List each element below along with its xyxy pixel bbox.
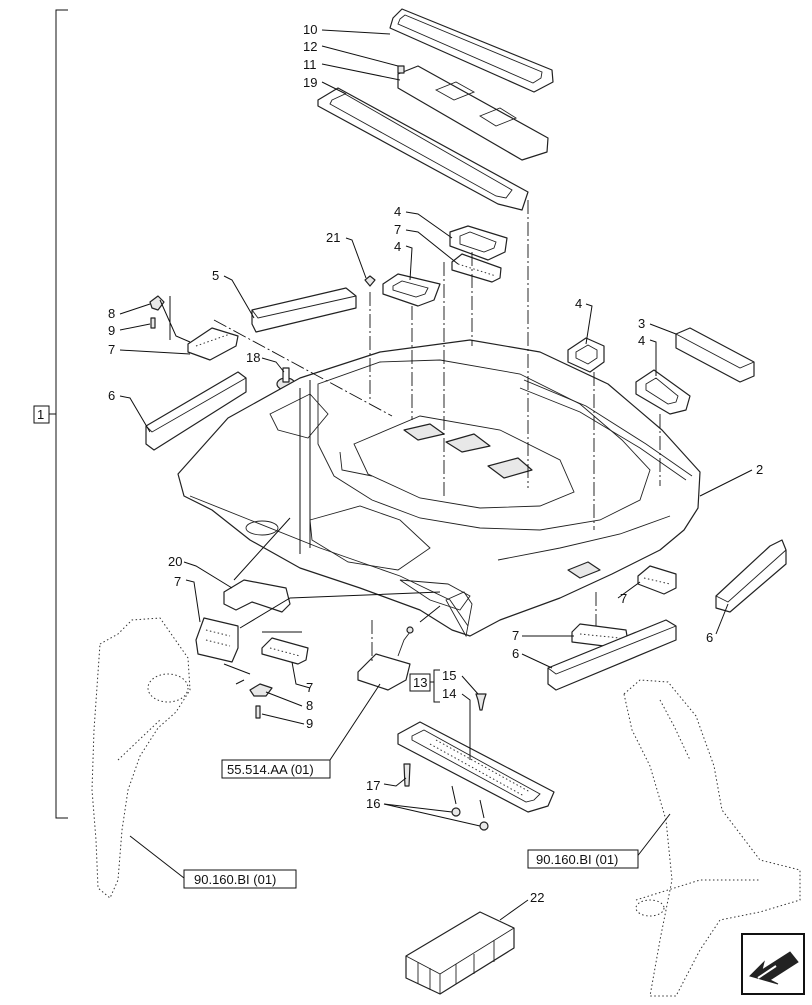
subgroup-label: 13: [413, 675, 427, 690]
callout-15: 15: [442, 668, 456, 683]
callout-7b: 7: [108, 342, 115, 357]
part-9a-screw: [150, 317, 156, 329]
part-21-fastener: [364, 275, 376, 287]
part-4b-seal: [382, 273, 441, 307]
leader-lines: [119, 29, 753, 921]
callout-9b: 9: [306, 716, 313, 731]
group-bracket: 1: [33, 9, 68, 819]
callout-18: 18: [246, 350, 260, 365]
part-12-clip: [397, 65, 405, 74]
part-7b-vent: [187, 327, 239, 361]
callout-2: 2: [756, 462, 763, 477]
part-8b-clip: [249, 683, 273, 697]
radio-module: [357, 626, 414, 691]
callout-16: 16: [366, 796, 380, 811]
part-9b-screw: [255, 705, 261, 719]
part-15-screw: [475, 693, 487, 711]
group-label: 1: [37, 407, 44, 422]
callout-19: 19: [303, 75, 317, 90]
part-4c-seal: [567, 337, 605, 373]
callout-22: 22: [530, 890, 544, 905]
callout-6b: 6: [706, 630, 713, 645]
callout-4c: 4: [575, 296, 582, 311]
callout-4a: 4: [394, 204, 401, 219]
part-4a-seal: [449, 225, 508, 261]
subgroup-bracket: 13: [409, 669, 440, 703]
part-22-crate: [405, 911, 515, 995]
callout-6a: 6: [108, 388, 115, 403]
callout-7f: 7: [512, 628, 519, 643]
reference-left-label: 90.160.BI (01): [194, 872, 276, 887]
part-6c-foam-block: [547, 619, 677, 691]
part-7a-vent: [451, 253, 502, 283]
callout-3: 3: [638, 316, 645, 331]
callout-4d: 4: [638, 333, 645, 348]
part-10-frame-seal: [389, 8, 554, 93]
callout-9a: 9: [108, 323, 115, 338]
part-16a-nut: [451, 807, 461, 817]
callout-7e: 7: [620, 591, 627, 606]
reference-right-label: 90.160.BI (01): [536, 852, 618, 867]
callout-6c: 6: [512, 646, 519, 661]
part-4d-seal: [635, 369, 691, 415]
part-14-cover: [397, 721, 555, 813]
callout-4b: 4: [394, 239, 401, 254]
part-17-screw: [403, 763, 411, 787]
part-7d-vent: [261, 637, 309, 665]
part-19-gasket: [317, 87, 529, 211]
callout-17: 17: [366, 778, 380, 793]
part-11-filter-panel: [397, 65, 549, 161]
arrow-down-left-icon[interactable]: [741, 933, 805, 995]
callout-5: 5: [212, 268, 219, 283]
right-pillar-trim: [623, 679, 801, 997]
callout-10: 10: [303, 22, 317, 37]
callout-20: 20: [168, 554, 182, 569]
part-20-handle: [223, 579, 291, 613]
callout-8a: 8: [108, 306, 115, 321]
callout-7c: 7: [174, 574, 181, 589]
reference-radio[interactable]: 55.514.AA (01): [221, 759, 331, 779]
part-3-foam-block: [675, 327, 755, 383]
left-pillar-trim: [91, 617, 191, 899]
callout-12: 12: [303, 39, 317, 54]
callout-7d: 7: [306, 680, 313, 695]
callouts: 10 12 11 19 4 7 4 21 5 8 9 7 18 6 4 3 4 …: [108, 22, 763, 905]
callout-21: 21: [326, 230, 340, 245]
callout-7a: 7: [394, 222, 401, 237]
part-8a-clip: [149, 295, 165, 311]
part-16b-nut: [479, 821, 489, 831]
part-5-foam-pad: [251, 287, 357, 333]
reference-radio-label: 55.514.AA (01): [227, 762, 314, 777]
callout-14: 14: [442, 686, 456, 701]
part-6b-foam-block: [715, 539, 787, 613]
callout-11: 11: [303, 57, 317, 72]
part-7c-vent: [195, 617, 239, 663]
callout-8b: 8: [306, 698, 313, 713]
assembly-lines: [213, 200, 661, 662]
part-7e-vent: [637, 565, 677, 595]
reference-left-pillar[interactable]: 90.160.BI (01): [183, 869, 297, 889]
reference-right-pillar[interactable]: 90.160.BI (01): [527, 849, 639, 869]
part-2-roof-headliner: [177, 339, 701, 638]
